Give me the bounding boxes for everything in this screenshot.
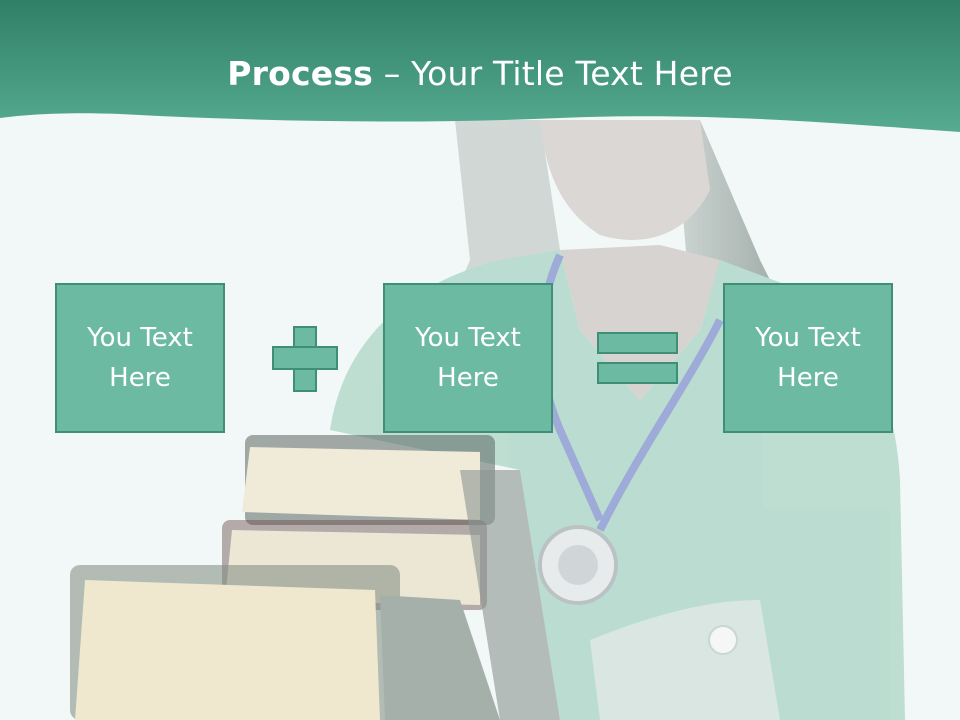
process-box-3-text: You Text Here bbox=[755, 323, 861, 393]
book-stack bbox=[70, 435, 560, 720]
process-box-2-text: You Text Here bbox=[415, 323, 521, 393]
process-box-1-text: You Text Here bbox=[87, 323, 193, 393]
equals-icon-bottom-bar bbox=[597, 362, 678, 384]
title-rest: – Your Title Text Here bbox=[373, 54, 733, 93]
process-box-3[interactable]: You Text Here bbox=[723, 283, 893, 433]
process-box-2[interactable]: You Text Here bbox=[383, 283, 553, 433]
plus-icon-center bbox=[295, 348, 315, 368]
title-bold: Process bbox=[227, 54, 374, 93]
page-title: Process – Your Title Text Here bbox=[0, 52, 960, 96]
header-band bbox=[0, 0, 960, 132]
equals-icon-top-bar bbox=[597, 332, 678, 354]
process-box-1[interactable]: You Text Here bbox=[55, 283, 225, 433]
